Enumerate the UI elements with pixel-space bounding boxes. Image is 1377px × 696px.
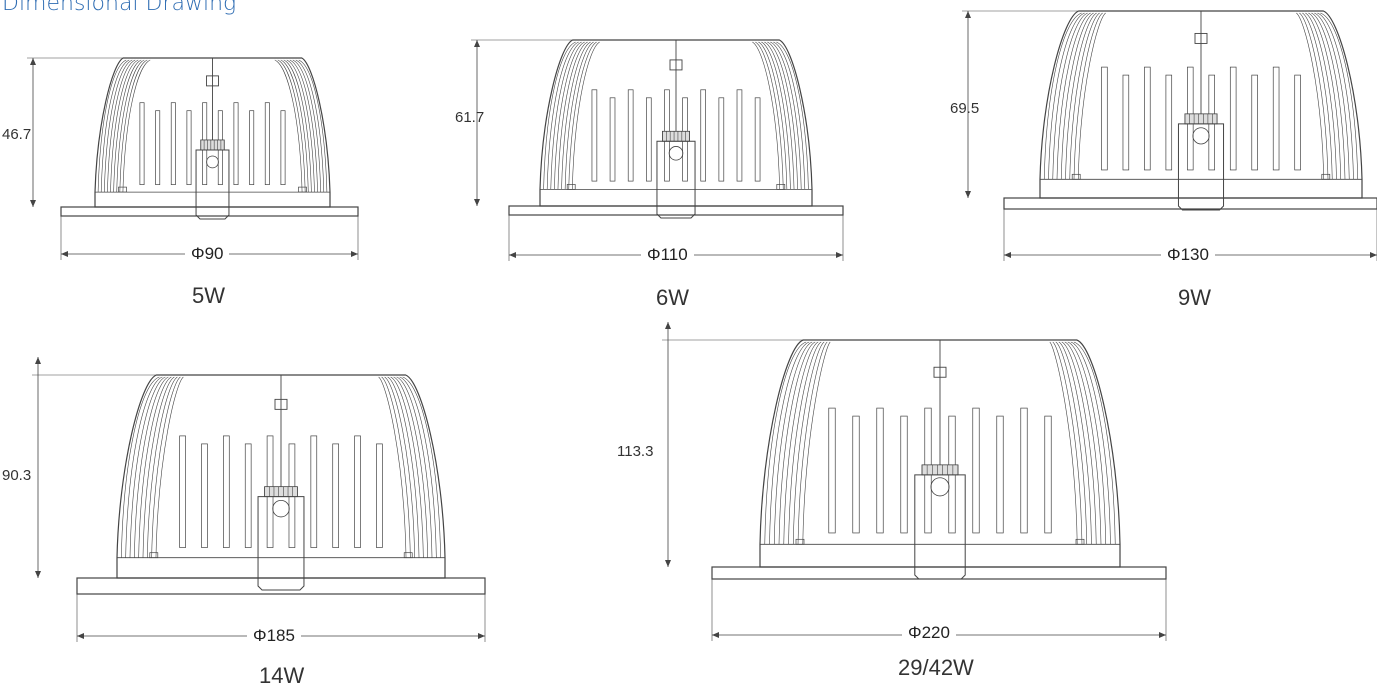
diameter-label: Φ90 [185,244,230,264]
luminaire-29-42w [662,322,1167,641]
luminaire-6w [471,39,844,261]
height-label: 69.5 [950,100,980,117]
diameter-label: Φ185 [247,626,301,646]
wattage-label: 5W [192,283,225,308]
height-label: 90.3 [2,467,32,484]
height-label: 113.3 [617,443,654,460]
diameter-label: Φ220 [902,623,956,643]
diameter-label: Φ130 [1161,245,1215,265]
luminaire-5w [27,57,359,260]
wattage-label: 9W [1178,285,1211,310]
page-title: Dimensional Drawing [2,0,237,16]
wattage-label: 6W [656,285,689,310]
height-label: 46.7 [2,126,32,143]
diameter-label: Φ110 [641,245,694,265]
height-label: 61.7 [455,109,485,126]
wattage-label: 29/42W [898,655,974,680]
luminaire-14w [32,357,486,642]
luminaire-9w [962,10,1377,261]
wattage-label: 14W [259,663,305,688]
